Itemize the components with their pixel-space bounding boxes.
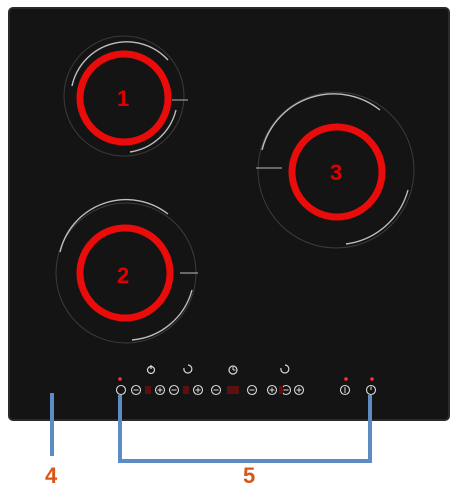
lock-indicator-light (344, 377, 348, 381)
zone-display (183, 386, 189, 394)
zone-3-label: 3 (330, 160, 342, 186)
callout-5-label: 5 (243, 463, 255, 489)
zone-1-label: 1 (117, 86, 129, 112)
power-indicator-light (370, 377, 374, 381)
zone-display (279, 386, 283, 394)
timer-display (227, 386, 239, 394)
zone-2-label: 2 (117, 263, 129, 289)
callout-4-label: 4 (45, 463, 57, 489)
power-indicator-light (118, 377, 122, 381)
zone-display (145, 386, 151, 394)
cooktop-glass (9, 8, 449, 420)
